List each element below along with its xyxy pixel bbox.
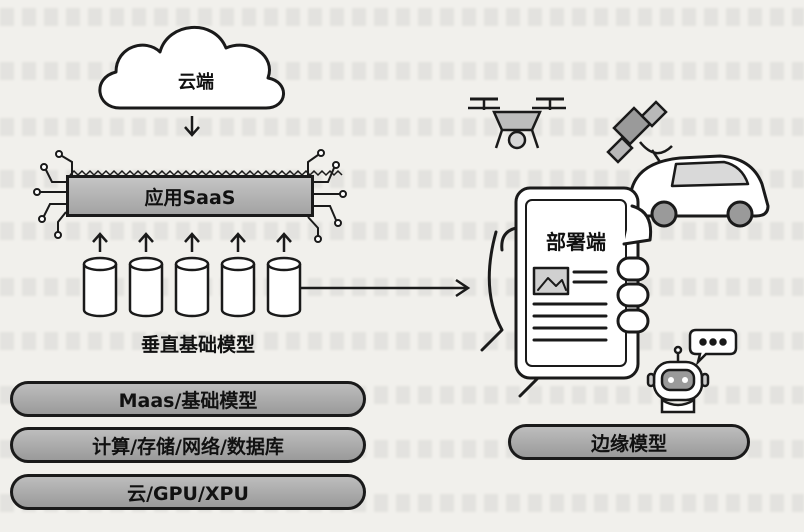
edge-model-bar: 边缘模型 bbox=[508, 424, 750, 460]
edge-model-label: 边缘模型 bbox=[590, 432, 667, 455]
model-cylinder-icon bbox=[220, 256, 256, 318]
layer-gpu-bar: 云/GPU/XPU bbox=[10, 474, 366, 510]
model-cylinder-icon bbox=[266, 256, 302, 318]
cloud-label: 云端 bbox=[178, 72, 214, 93]
up-arrow-icon bbox=[230, 232, 246, 252]
saas-bar: 应用SaaS bbox=[66, 175, 314, 217]
layer-compute-label: 计算/存储/网络/数据库 bbox=[92, 435, 284, 458]
up-arrow-icon bbox=[276, 232, 292, 252]
model-cylinder-icon bbox=[82, 256, 118, 318]
model-cylinder-icon bbox=[174, 256, 210, 318]
layer-maas-label: Maas/基础模型 bbox=[118, 389, 258, 412]
model-cylinder-icon bbox=[128, 256, 164, 318]
up-arrow-icon bbox=[138, 232, 154, 252]
layer-compute-bar: 计算/存储/网络/数据库 bbox=[10, 427, 366, 463]
layer-gpu-label: 云/GPU/XPU bbox=[127, 482, 249, 505]
vertical-models-label: 垂直基础模型 bbox=[140, 334, 255, 356]
saas-label: 应用SaaS bbox=[144, 186, 236, 209]
up-arrow-icon bbox=[92, 232, 108, 252]
deploy-label: 部署端 bbox=[546, 230, 606, 254]
layer-maas-bar: Maas/基础模型 bbox=[10, 381, 366, 417]
up-arrow-icon bbox=[184, 232, 200, 252]
